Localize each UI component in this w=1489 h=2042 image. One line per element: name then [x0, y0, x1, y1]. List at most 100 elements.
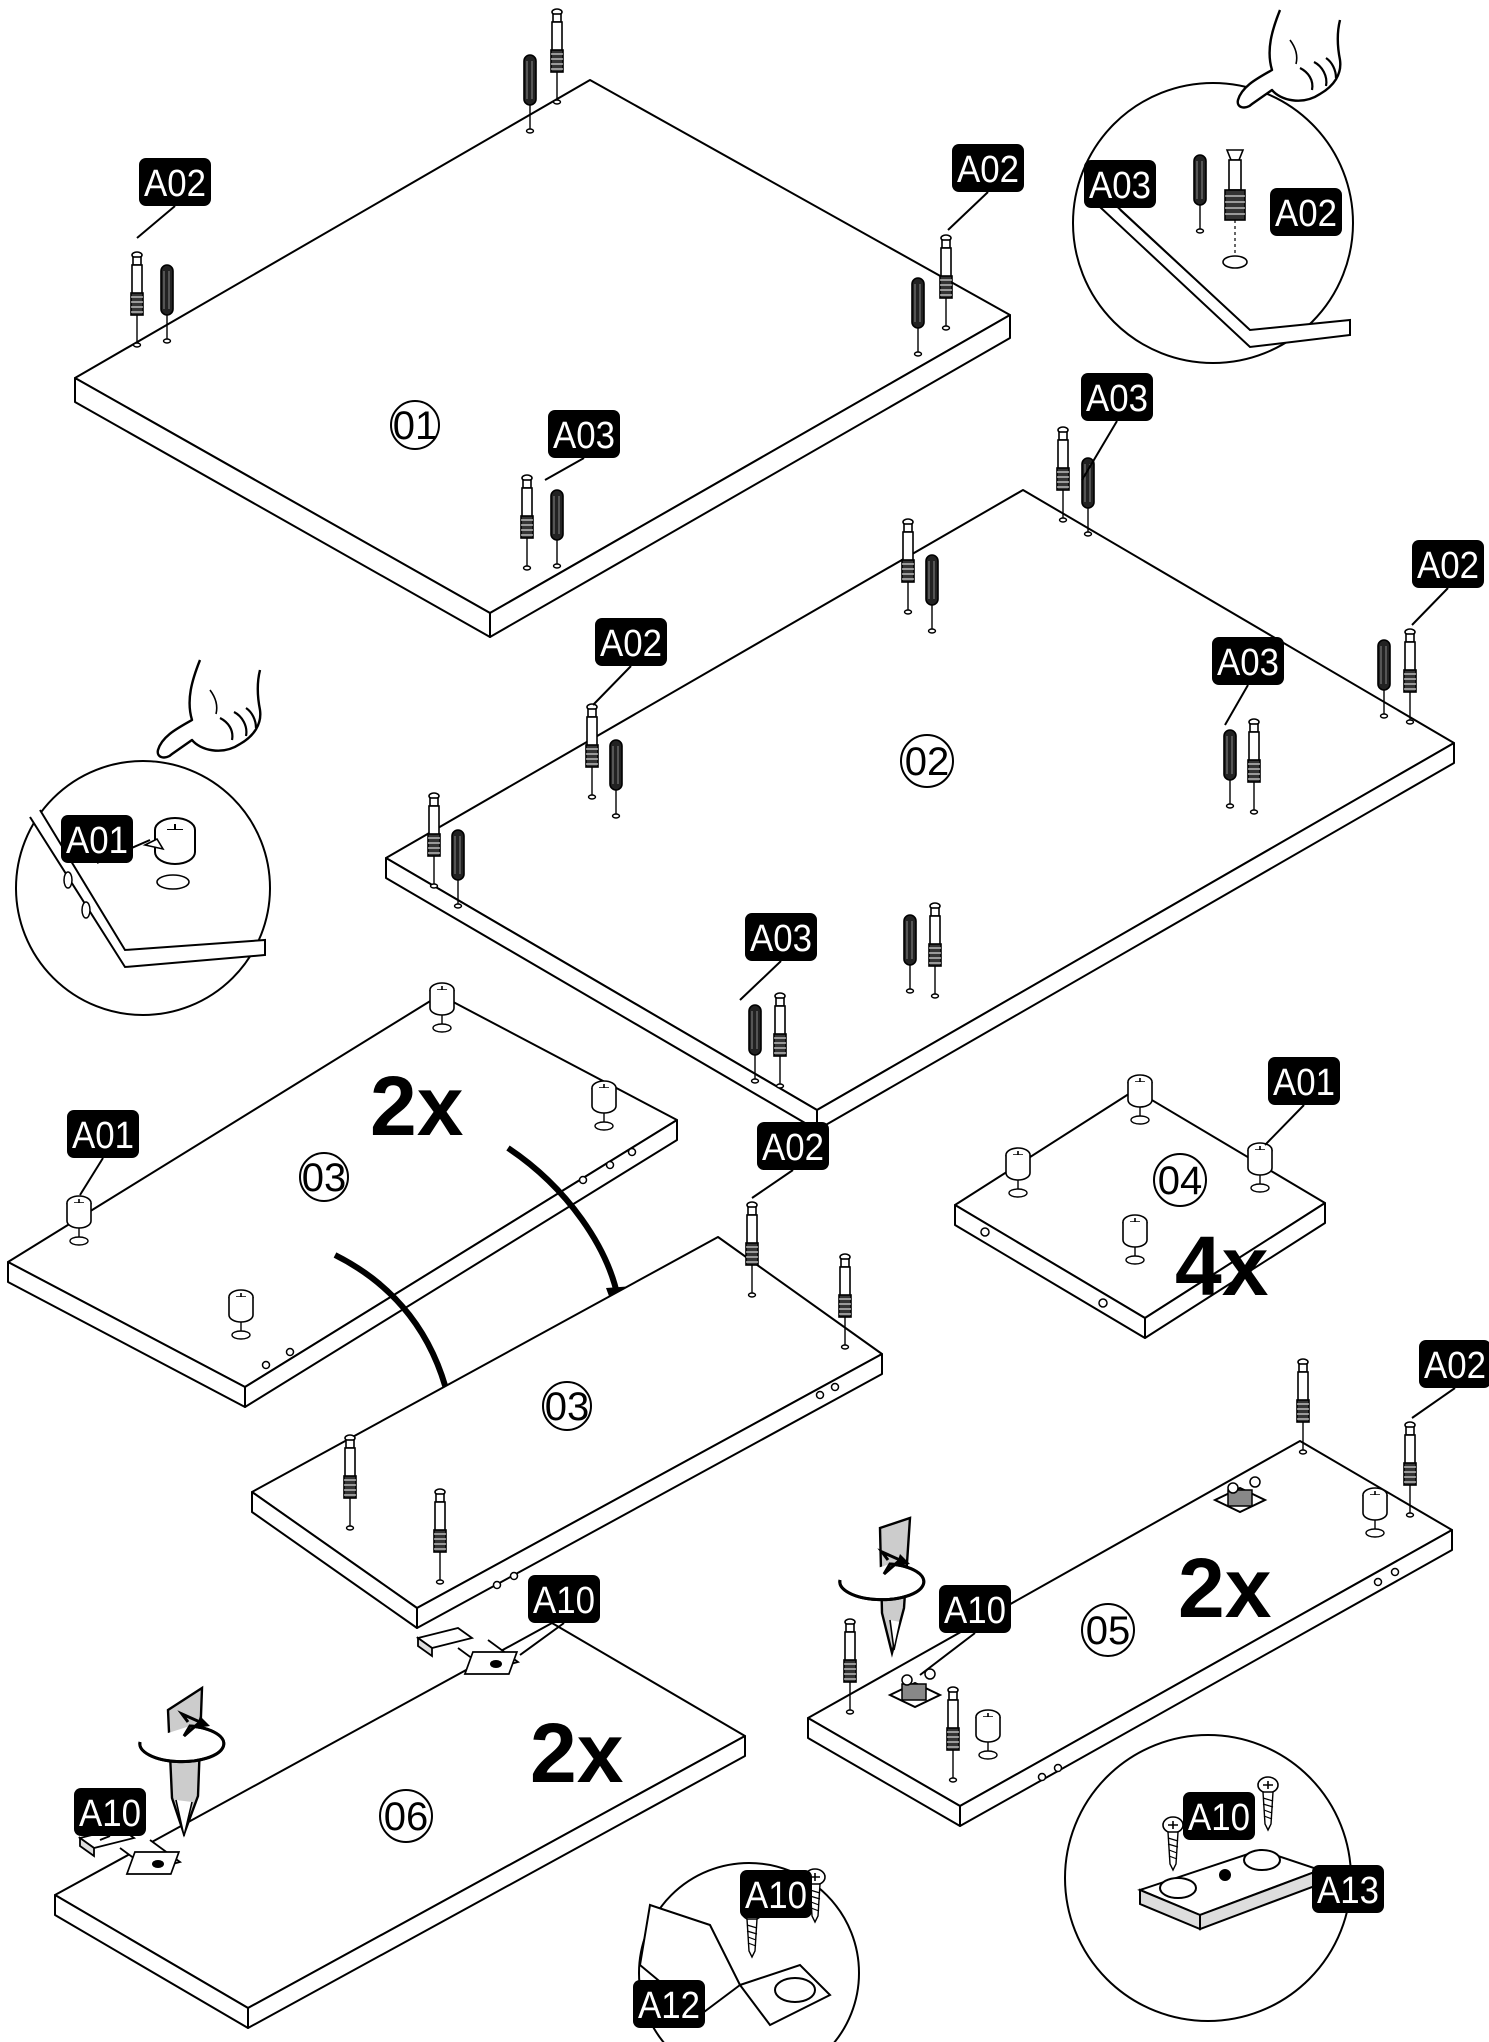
part-label-text: A02	[1275, 193, 1337, 235]
part-label-text: A03	[553, 415, 615, 457]
part-label-text: A03	[1086, 378, 1148, 420]
leader-line	[1411, 587, 1449, 626]
part-label-box	[1081, 373, 1153, 421]
part-label-a03: A03	[548, 410, 620, 458]
part-label-a02: A02	[1412, 540, 1484, 588]
part-label-text: A02	[957, 149, 1019, 191]
part-label-text: A01	[72, 1115, 134, 1157]
part-label-a02: A02	[139, 158, 211, 206]
hinge-plate-icon	[887, 1668, 943, 1709]
part-label-a01: A01	[67, 1110, 139, 1158]
leader-line	[79, 1157, 104, 1196]
leader-line	[1411, 1387, 1456, 1419]
panel-04: 04 4x	[954, 1074, 1326, 1339]
part-label-box	[1183, 1792, 1255, 1840]
part-label-box	[1412, 540, 1484, 588]
leader-line	[519, 1622, 565, 1656]
part-label-box	[740, 1870, 812, 1918]
part-label-text: A10	[79, 1793, 141, 1835]
cam-bolt-icon	[1056, 426, 1070, 523]
part-label-a03: A03	[1081, 373, 1153, 421]
part-label-text: A02	[144, 163, 206, 205]
quantity-label: 2x	[530, 1706, 624, 1800]
part-label-box	[1084, 160, 1156, 208]
leader-line	[1224, 684, 1249, 726]
part-label-a01: A01	[1268, 1057, 1340, 1105]
leader-line	[136, 205, 176, 239]
part-label-a02: A02	[757, 1122, 829, 1170]
part-label-text: A02	[762, 1127, 824, 1169]
cam-bolt-icon	[550, 8, 564, 105]
part-label-a10: A10	[740, 1870, 812, 1918]
part-label-text: A10	[533, 1580, 595, 1622]
part-label-text: A01	[66, 820, 128, 862]
part-label-box	[1419, 1340, 1489, 1388]
quantity-label: 4x	[1175, 1219, 1269, 1313]
panel-02: 02	[385, 426, 1455, 1131]
leader-line	[739, 960, 782, 1001]
leader-line	[1264, 1104, 1305, 1146]
part-label-text: A03	[1217, 642, 1279, 684]
panel-number: 05	[1086, 1609, 1131, 1653]
part-label-text: A02	[1417, 545, 1479, 587]
part-label-a10: A10	[1183, 1792, 1255, 1840]
hinge-icon	[417, 1627, 519, 1675]
part-label-box	[633, 1980, 705, 2028]
leader-line	[544, 457, 585, 481]
hand-icon	[156, 658, 262, 759]
part-label-a02: A02	[1419, 1340, 1489, 1388]
panel-03-bottom: 03	[251, 1201, 883, 1629]
part-label-a02: A02	[595, 618, 667, 666]
part-label-text: A03	[1089, 165, 1151, 207]
detail-cam-lock	[15, 658, 271, 1016]
hinge-plate-icon	[1212, 1476, 1268, 1514]
part-label-text: A03	[750, 918, 812, 960]
panel-number: 04	[1158, 1159, 1203, 1203]
panel-03-top: 03 2x	[7, 982, 678, 1408]
part-label-box	[1270, 188, 1342, 236]
part-label-box	[757, 1122, 829, 1170]
part-label-text: A01	[1273, 1062, 1335, 1104]
part-label-text: A10	[1188, 1797, 1250, 1839]
leader-line	[592, 665, 632, 706]
part-label-text: A02	[1424, 1345, 1486, 1387]
part-label-box	[67, 1110, 139, 1158]
panel-number: 06	[384, 1795, 429, 1839]
hand-icon	[1236, 8, 1342, 109]
part-label-box	[528, 1575, 600, 1623]
part-label-box	[139, 158, 211, 206]
quantity-label: 2x	[1178, 1541, 1272, 1635]
part-label-a12: A12	[633, 1980, 705, 2028]
part-label-a10: A10	[528, 1575, 600, 1623]
panel-06: 06 2x	[54, 1622, 746, 2029]
detail-mounting-plate	[1064, 1734, 1352, 2022]
part-label-box	[1268, 1057, 1340, 1105]
panel-number: 01	[393, 404, 438, 448]
panel-number: 03	[302, 1156, 347, 1200]
part-label-a10: A10	[939, 1585, 1011, 1633]
detail-bolt-dowel	[1072, 8, 1354, 364]
cam-bolt-icon	[1296, 1358, 1310, 1455]
cam-lock-icon	[142, 817, 196, 890]
cam-bolt-icon	[1222, 149, 1248, 269]
cam-bolt-icon	[1403, 628, 1417, 725]
part-label-a02: A02	[952, 144, 1024, 192]
part-label-a10: A10	[74, 1788, 146, 1836]
part-label-text: A10	[745, 1875, 807, 1917]
panel-number: 02	[905, 740, 950, 784]
part-label-a03: A03	[1212, 637, 1284, 685]
part-label-box	[939, 1585, 1011, 1633]
part-label-box	[952, 144, 1024, 192]
panel-01: 01	[74, 8, 1011, 638]
part-label-text: A10	[944, 1590, 1006, 1632]
part-label-a03: A03	[745, 913, 817, 961]
part-label-a01: A01	[61, 815, 133, 863]
part-label-box	[1312, 1865, 1384, 1913]
part-label-box	[74, 1788, 146, 1836]
part-label-text: A13	[1317, 1870, 1379, 1912]
part-label-box	[745, 913, 817, 961]
panel-number: 03	[545, 1385, 590, 1429]
part-label-box	[1212, 637, 1284, 685]
part-label-a03: A03	[1084, 160, 1156, 208]
